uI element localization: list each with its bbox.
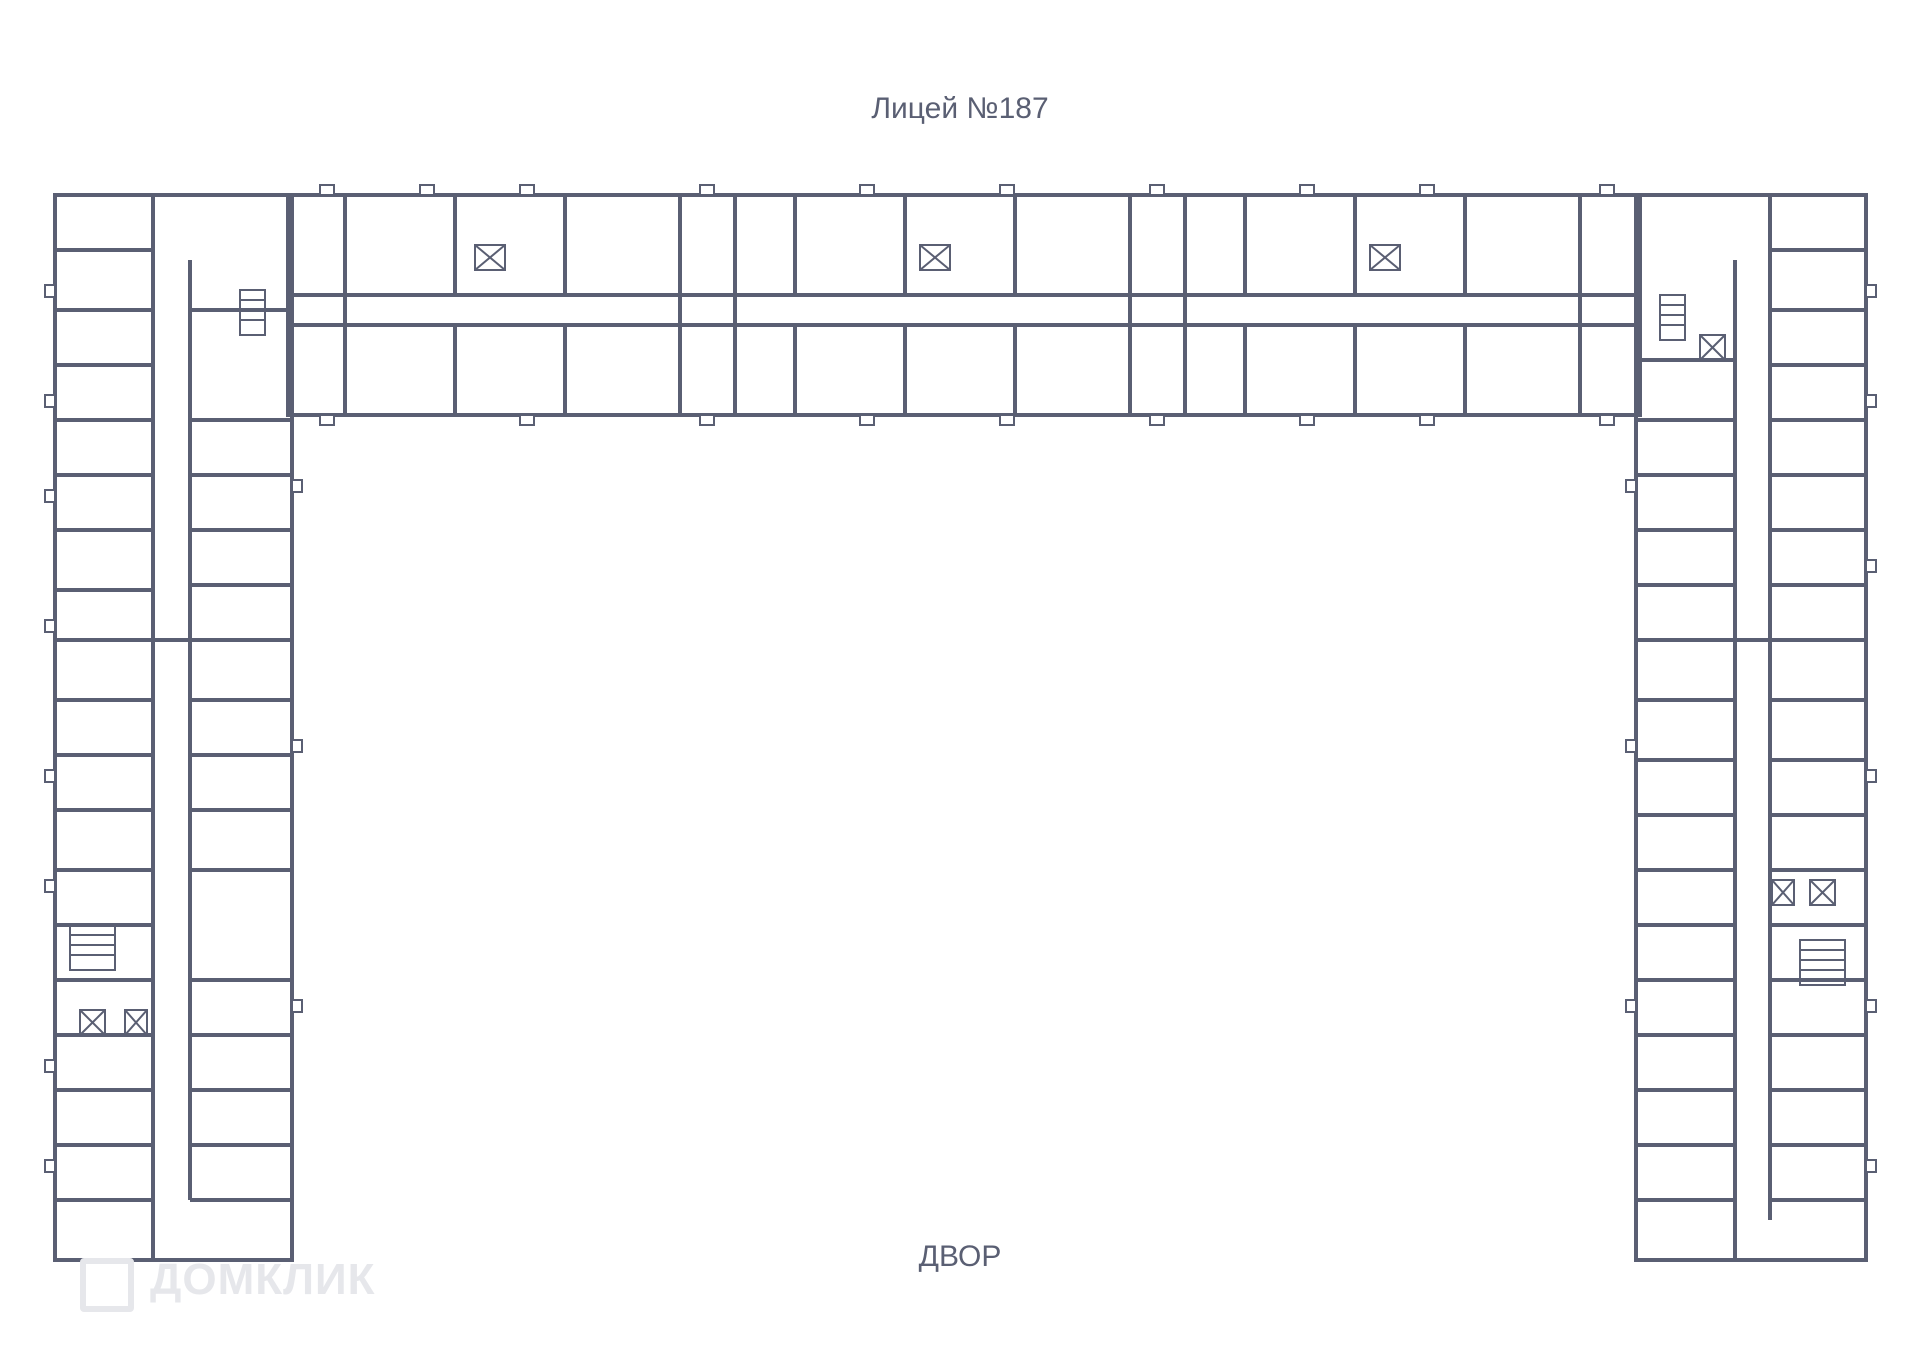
windows <box>44 184 1877 1173</box>
domclick-logo-icon <box>80 1258 134 1312</box>
right-wing <box>1634 193 1868 1262</box>
top-wing <box>286 193 1642 417</box>
left-wing <box>53 193 294 1262</box>
school-label: Лицей №187 <box>871 92 1049 125</box>
watermark: ДОМКЛИК <box>150 1255 376 1304</box>
courtyard-label: ДВОР <box>918 1240 1002 1273</box>
